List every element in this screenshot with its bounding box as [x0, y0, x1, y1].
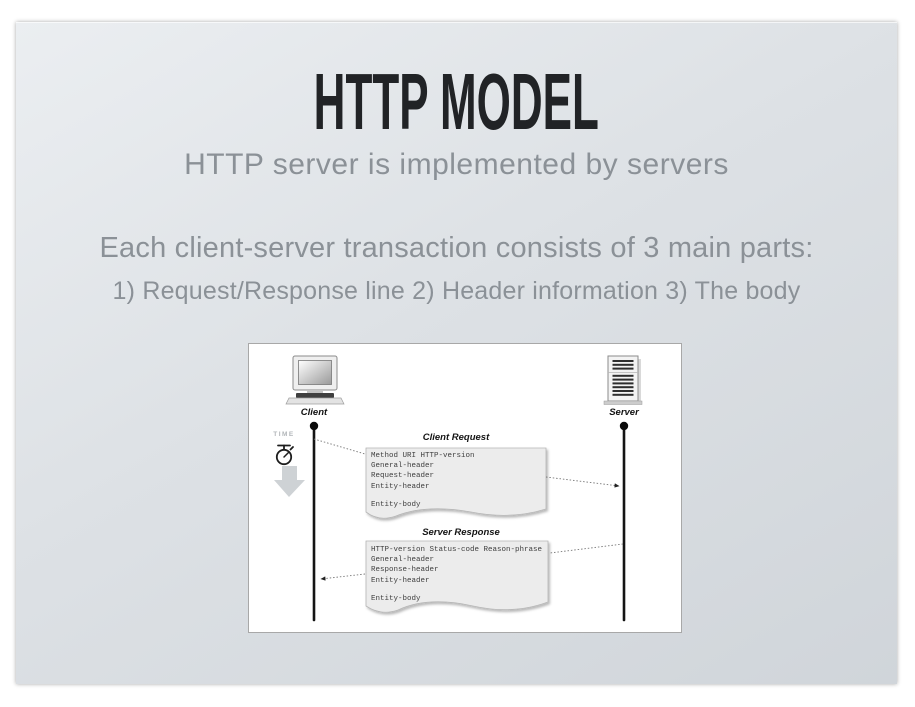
- response-line: Entity-header: [371, 576, 430, 585]
- response-line: Response-header: [371, 566, 439, 575]
- response-sent-line: [549, 543, 624, 554]
- body-heading: Each client-server transaction consists …: [99, 232, 814, 264]
- slide-title: HTTP MODEL: [313, 57, 600, 146]
- request-line: Entity-header: [371, 482, 430, 491]
- response-blank-line: [371, 586, 542, 594]
- request-line: Request-header: [371, 472, 435, 481]
- time-label: TIME: [273, 431, 295, 438]
- response-box-shape: [365, 540, 549, 613]
- stopwatch-icon: [275, 444, 294, 466]
- request-text: Method URI HTTP-version General-header R…: [371, 451, 475, 510]
- client-computer-icon: [285, 355, 345, 405]
- time-arrow-icon: [274, 466, 305, 497]
- client-timeline: [309, 421, 319, 622]
- server-timeline: [619, 421, 629, 622]
- request-title: Client Request: [422, 432, 490, 443]
- request-line: Method URI HTTP-version: [371, 452, 475, 460]
- response-line: HTTP-version Status-code Reason-phrase: [371, 546, 543, 554]
- response-body-line: Entity-body: [371, 594, 421, 603]
- response-title: Server Response: [422, 527, 500, 538]
- slide-subtitle: HTTP server is implemented by servers: [184, 148, 729, 181]
- response-text: HTTP-version Status-code Reason-phrase G…: [371, 545, 542, 604]
- http-transaction-diagram: [274, 355, 643, 622]
- diagram-panel: Client Server TIME Client Request Method…: [248, 343, 682, 633]
- server-tower-icon: [603, 355, 643, 405]
- request-body-line: Entity-body: [371, 500, 421, 509]
- request-blank-line: [371, 492, 475, 500]
- server-label: Server: [609, 407, 639, 418]
- slide: HTTP MODEL HTTP server is implemented by…: [16, 22, 897, 684]
- request-delivered-arrow: [545, 476, 620, 488]
- title-container: HTTP MODEL: [16, 60, 897, 144]
- body-subheading: 1) Request/Response line 2) Header infor…: [112, 277, 801, 305]
- request-box-shape: [365, 447, 547, 519]
- response-delivered-arrow: [320, 573, 366, 581]
- client-label: Client: [300, 407, 328, 418]
- request-sent-line: [313, 438, 366, 455]
- request-line: General-header: [371, 462, 435, 471]
- response-line: General-header: [371, 556, 435, 565]
